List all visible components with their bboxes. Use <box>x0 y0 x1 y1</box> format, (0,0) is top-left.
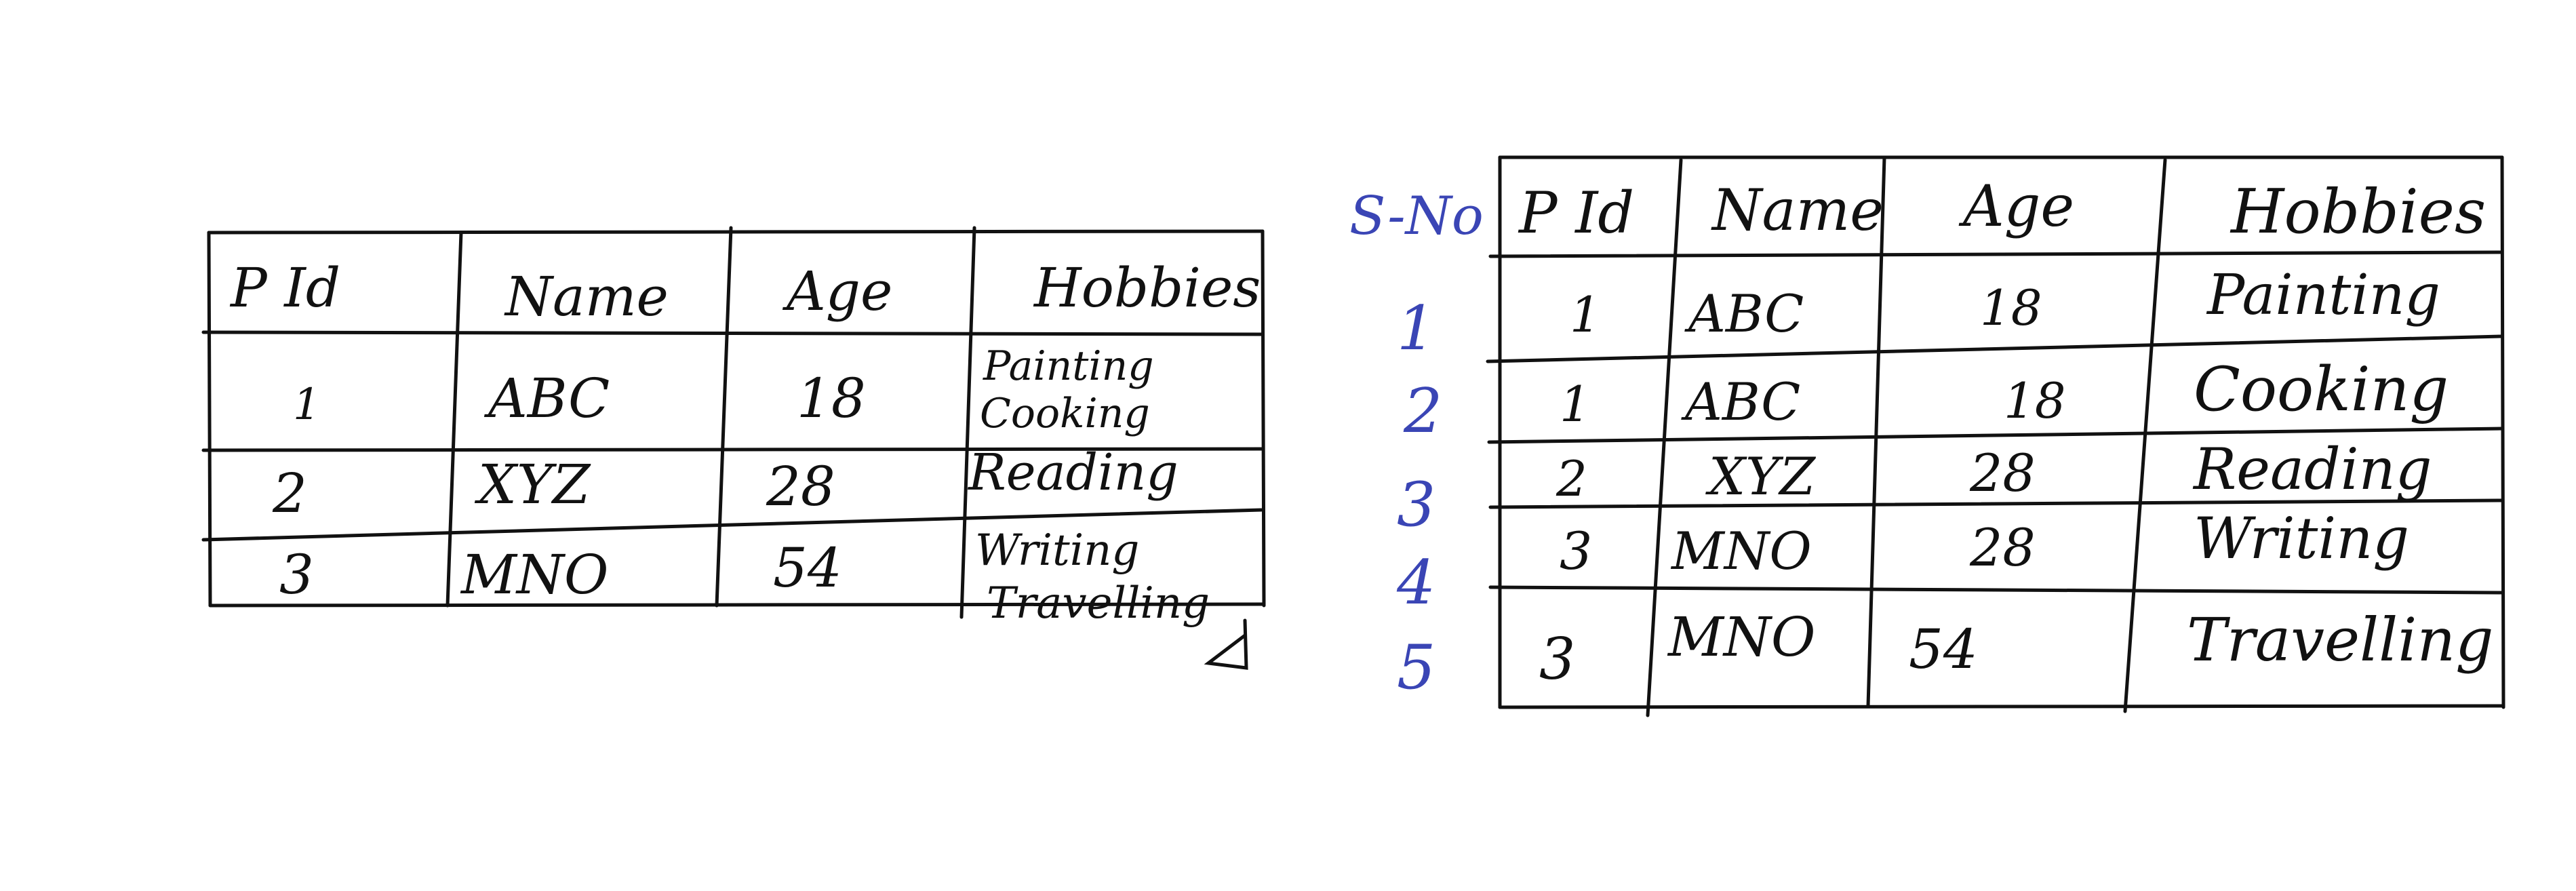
left-row1-name: ABC <box>488 367 610 430</box>
left-header-hobbies: Hobbies <box>1034 256 1261 319</box>
right-row1-name: ABC <box>1688 283 1804 344</box>
left-row2-hobby: Reading <box>968 443 1178 502</box>
left-table-row1-line <box>201 447 1265 452</box>
right-table-header-line <box>1488 250 2504 258</box>
right-row1-pid: 1 <box>1570 286 1601 343</box>
right-table-col2-line <box>1866 155 1886 708</box>
right-row3-pid: 2 <box>1556 450 1587 507</box>
left-table-left-border <box>207 231 212 608</box>
left-row1-hobby2: Cooking <box>980 390 1150 437</box>
right-row4-name: MNO <box>1671 521 1812 581</box>
left-table-right-border <box>1261 229 1266 608</box>
right-row4-pid: 3 <box>1560 521 1593 581</box>
left-row3-hobby1: Writing <box>975 526 1140 576</box>
left-row3-hobby2: Travelling <box>987 578 1210 629</box>
sno-5: 5 <box>1397 632 1436 703</box>
left-row1-hobby1: Painting <box>983 342 1154 390</box>
right-row4-age: 28 <box>1970 517 2036 578</box>
left-row3-age: 54 <box>773 536 842 599</box>
sno-header: S-No <box>1349 186 1484 247</box>
right-row3-name: XYZ <box>1709 446 1816 507</box>
sno-3: 3 <box>1397 469 1436 540</box>
left-row2-pid: 2 <box>273 462 307 525</box>
right-table-col1-line <box>1646 158 1683 717</box>
left-table-header-line <box>201 330 1265 336</box>
right-header-pid: P Id <box>1519 180 1635 246</box>
left-row3-name: MNO <box>461 543 609 606</box>
right-header-hobbies: Hobbies <box>2231 176 2486 248</box>
left-header-age: Age <box>787 260 893 323</box>
right-header-name: Name <box>1712 177 1884 243</box>
right-table-bottom-border <box>1498 704 2505 709</box>
left-row3-pid: 3 <box>279 543 314 606</box>
right-row2-age: 18 <box>2004 372 2066 429</box>
right-row3-age: 28 <box>1970 443 2036 503</box>
left-row1-age: 18 <box>797 367 866 430</box>
right-table-row4-line <box>1488 585 2504 595</box>
right-row4-hobby: Writing <box>2194 505 2410 572</box>
left-row1-pid: 1 <box>293 380 321 430</box>
right-table-col3-line <box>2123 158 2167 713</box>
left-table-col2-line <box>715 226 733 608</box>
right-row2-name: ABC <box>1685 372 1801 432</box>
left-table-row2-line <box>201 508 1263 542</box>
right-row3-hobby: Reading <box>2194 436 2432 502</box>
right-row5-pid: 3 <box>1539 626 1576 692</box>
left-row2-name: XYZ <box>478 453 591 516</box>
right-row2-hobby: Cooking <box>2194 354 2449 425</box>
left-table-bottom-border <box>208 602 1266 608</box>
sno-2: 2 <box>1404 376 1443 447</box>
right-row2-pid: 1 <box>1560 376 1591 433</box>
sno-4: 4 <box>1397 547 1436 618</box>
right-header-age: Age <box>1963 173 2075 239</box>
right-table-right-border <box>2500 155 2505 709</box>
sno-1: 1 <box>1397 293 1436 364</box>
right-table-row2-line <box>1487 427 2504 444</box>
right-row1-age: 18 <box>1980 279 2042 336</box>
left-row2-age: 28 <box>766 455 835 518</box>
right-row5-age: 54 <box>1909 618 1978 681</box>
left-table-col1-line <box>445 231 463 608</box>
right-table-row1-line <box>1486 334 2504 363</box>
left-table-col3-line <box>959 226 976 619</box>
left-table-hobbies-mark <box>1204 618 1248 670</box>
left-header-name: Name <box>505 265 669 328</box>
right-row5-name: MNO <box>1668 606 1816 669</box>
left-table-top-border <box>207 229 1265 235</box>
left-header-pid: P Id <box>231 256 341 319</box>
right-row1-hobby: Painting <box>2207 263 2440 328</box>
right-row5-hobby: Travelling <box>2187 605 2494 675</box>
